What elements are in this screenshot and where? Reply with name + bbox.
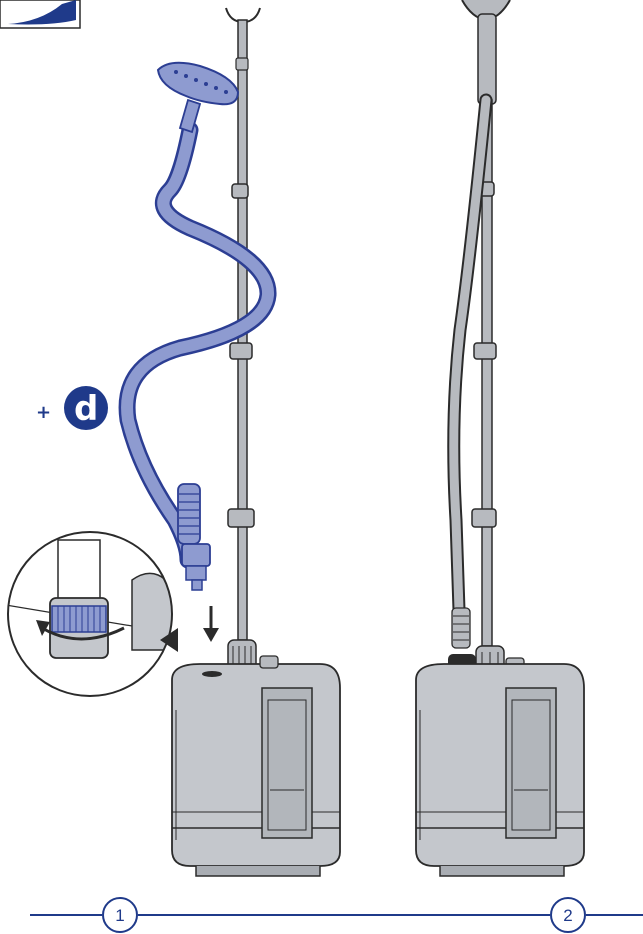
step-2-marker: 2 [550,897,586,933]
hose-clip [227,508,255,528]
part-letter: d [74,389,98,429]
plus-sign: + [36,402,51,423]
step-1-number: 1 [115,906,124,925]
rotate-arrow-icon [36,620,125,641]
hose-clip [231,183,249,199]
step-2-number: 2 [563,906,572,925]
detail-zoom [7,531,178,697]
part-badge [64,386,108,430]
corner-logo [0,0,81,29]
steamer-unit-2 [415,0,585,877]
steamer-unit-1 [118,7,341,877]
water-tank-base [171,663,341,867]
step-timeline: 1 2 [30,897,643,933]
steam-nozzle [156,61,240,106]
down-arrow-icon [203,606,219,642]
hose-clip [229,342,253,360]
water-tank-base [415,663,585,867]
step-1-marker: 1 [102,897,138,933]
